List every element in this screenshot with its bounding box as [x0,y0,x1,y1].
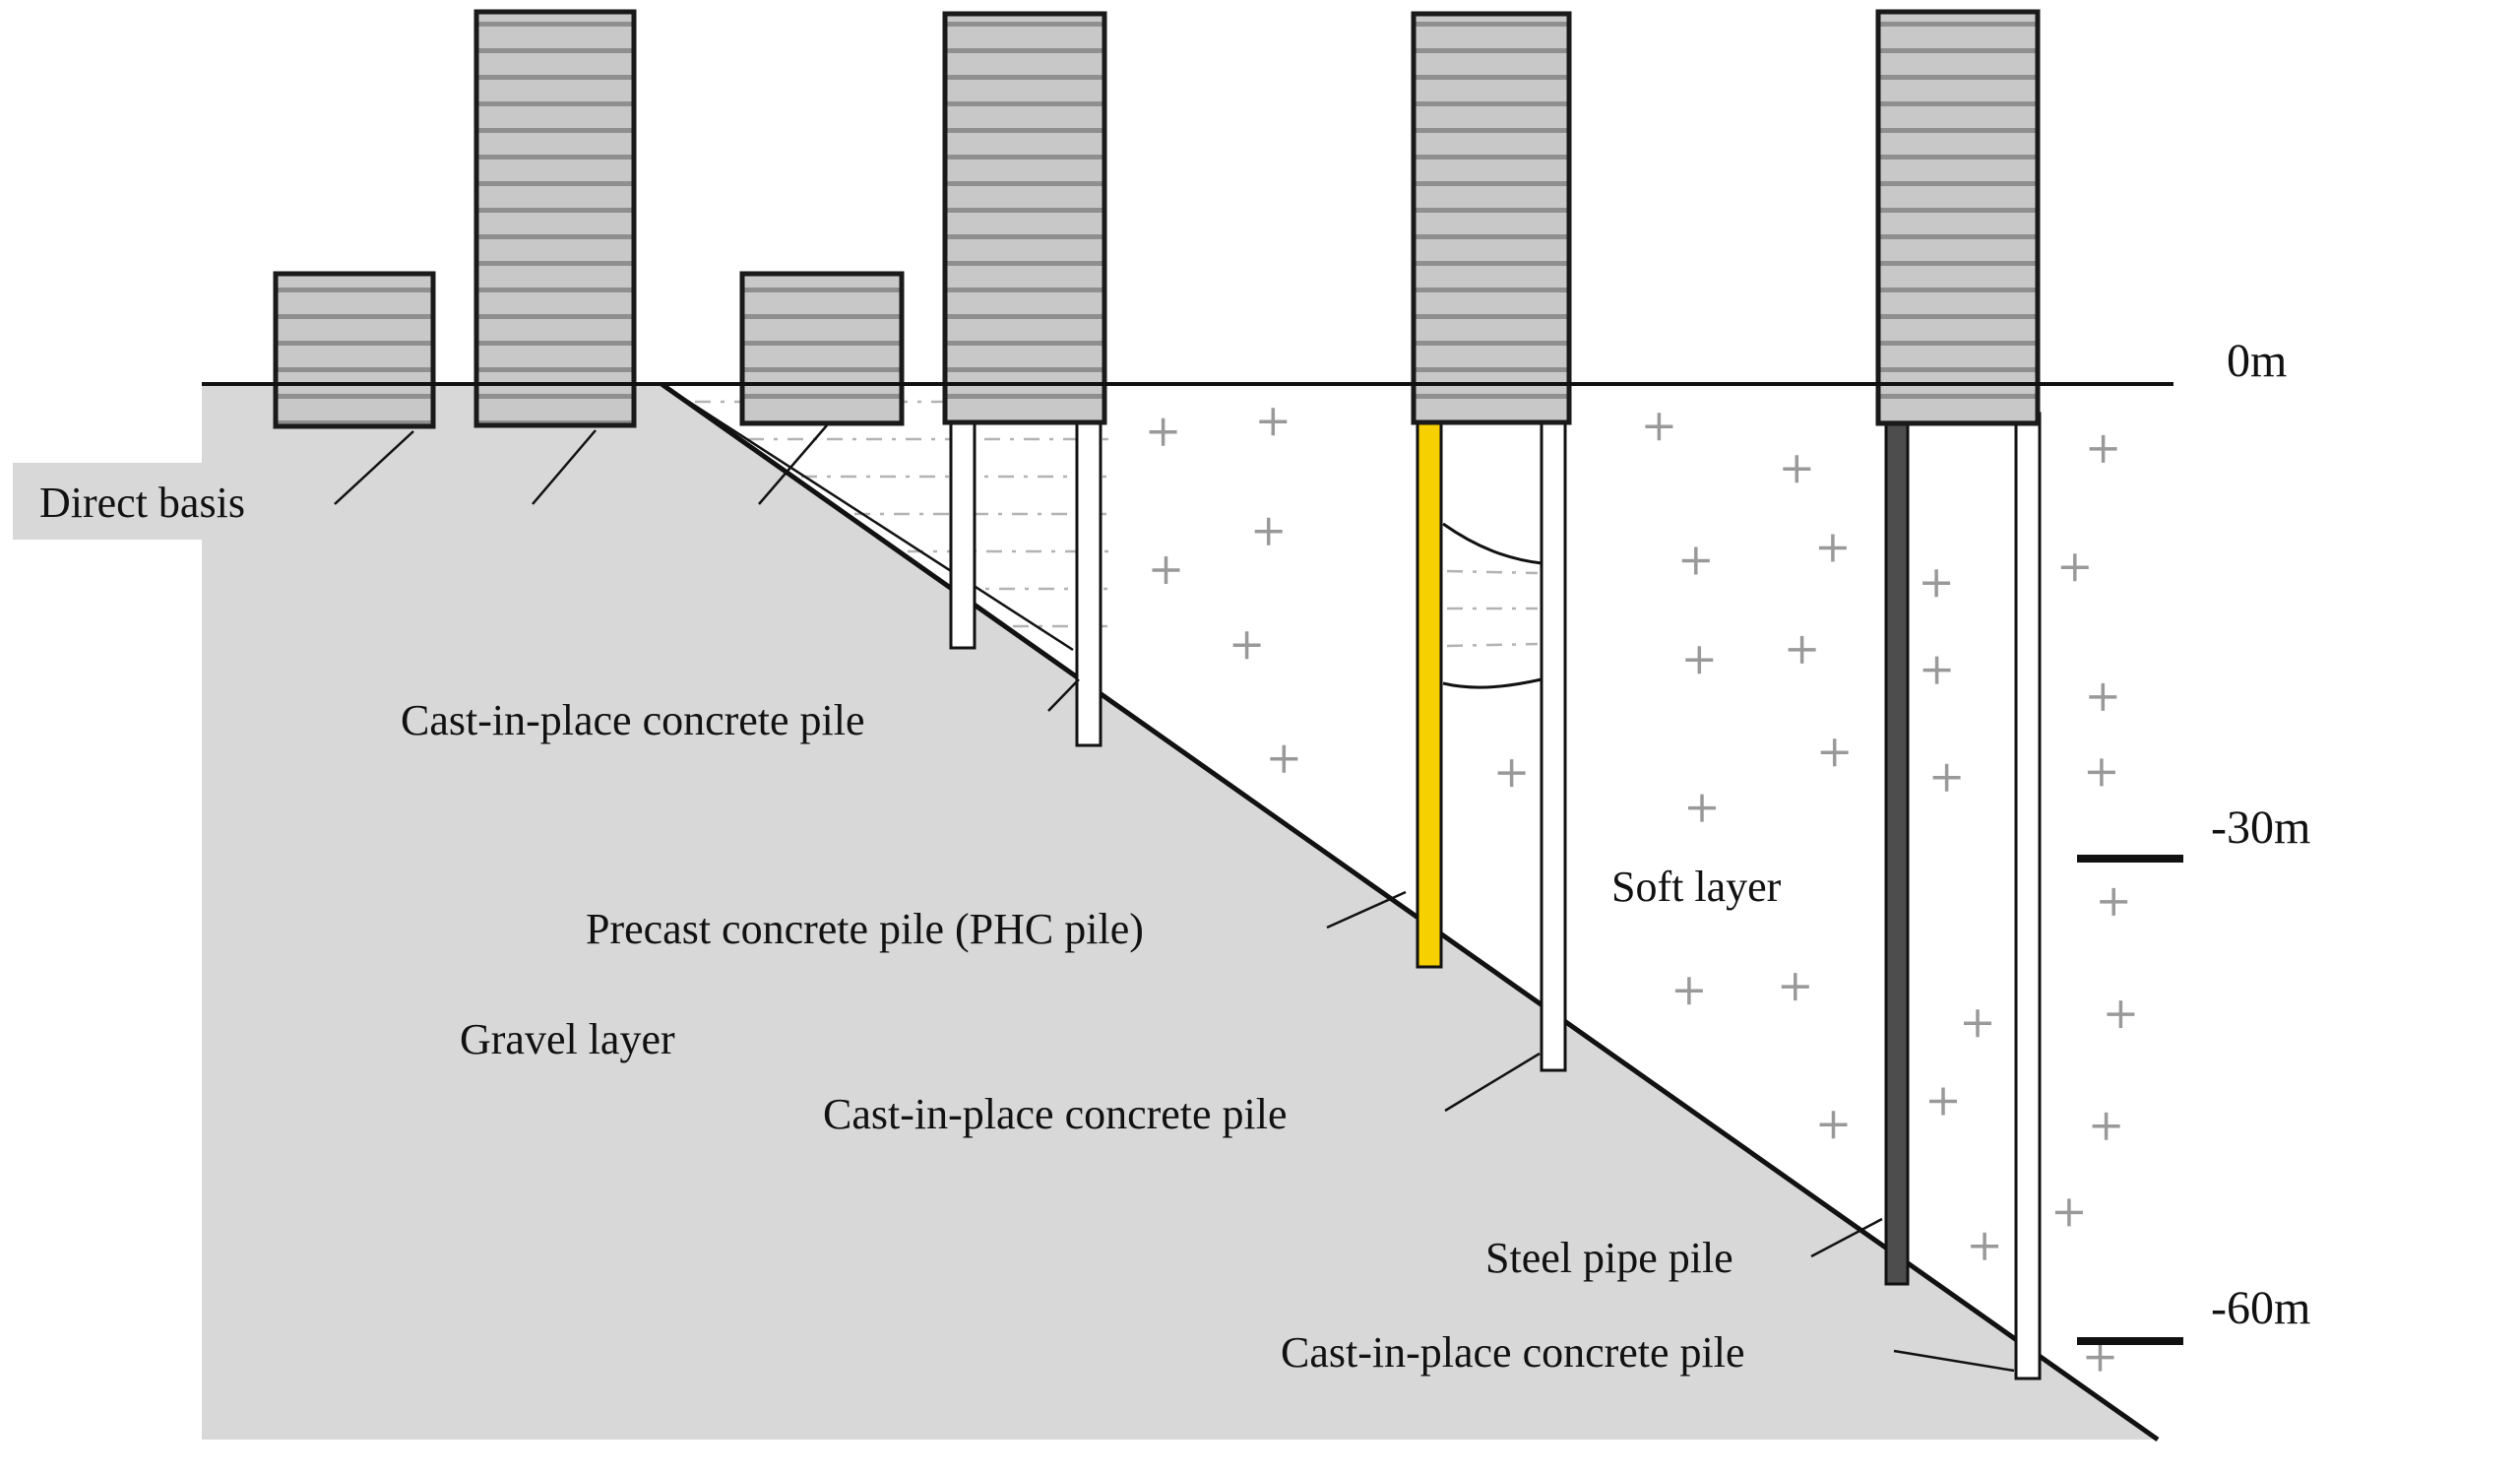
phc-pile [1416,412,1443,969]
labels: Direct basis Cast-in-place concrete pile… [13,463,1782,1377]
steel-pipe-pile [1884,412,1910,1286]
soft-layer-curves [1442,522,1543,689]
building-tall-3 [1411,11,1572,425]
cast-in-place-lower-label: Cast-in-place concrete pile [1281,1328,1745,1377]
buildings [273,9,2041,429]
leader-lines [334,424,2015,1373]
soft-layer-label: Soft layer [1611,863,1782,911]
piles [949,412,2042,1380]
building-tall-1 [473,9,637,428]
depth-30m-label: -30m [2211,802,2310,854]
gravel-layer-mass [202,384,2158,1440]
building-tall-4 [1875,9,2041,426]
cast-in-place-pile-lower [2014,412,2042,1380]
plus-marks [1149,408,2135,1372]
direct-basis-label-bg [13,463,320,540]
depth-60m-label: -60m [2211,1282,2310,1334]
building-small-2 [739,271,905,426]
cast-in-place-middle-label: Cast-in-place concrete pile [823,1090,1288,1138]
cast-in-place-pile-upper [1075,412,1102,747]
depth-0m-label: 0m [2227,335,2287,387]
cast-in-place-pile-short [949,412,976,650]
steel-pipe-pile-label: Steel pipe pile [1485,1234,1733,1282]
precast-pile-label: Precast concrete pile (PHC pile) [586,905,1144,953]
direct-basis-label: Direct basis [39,479,245,527]
depth-markers: 0m -30m -60m [2077,335,2310,1345]
building-small-1 [273,271,436,429]
gravel-layer-label: Gravel layer [460,1015,675,1063]
cast-in-place-pile-middle [1540,412,1567,1072]
cast-in-place-upper-label: Cast-in-place concrete pile [401,696,865,744]
building-tall-2 [942,11,1107,425]
